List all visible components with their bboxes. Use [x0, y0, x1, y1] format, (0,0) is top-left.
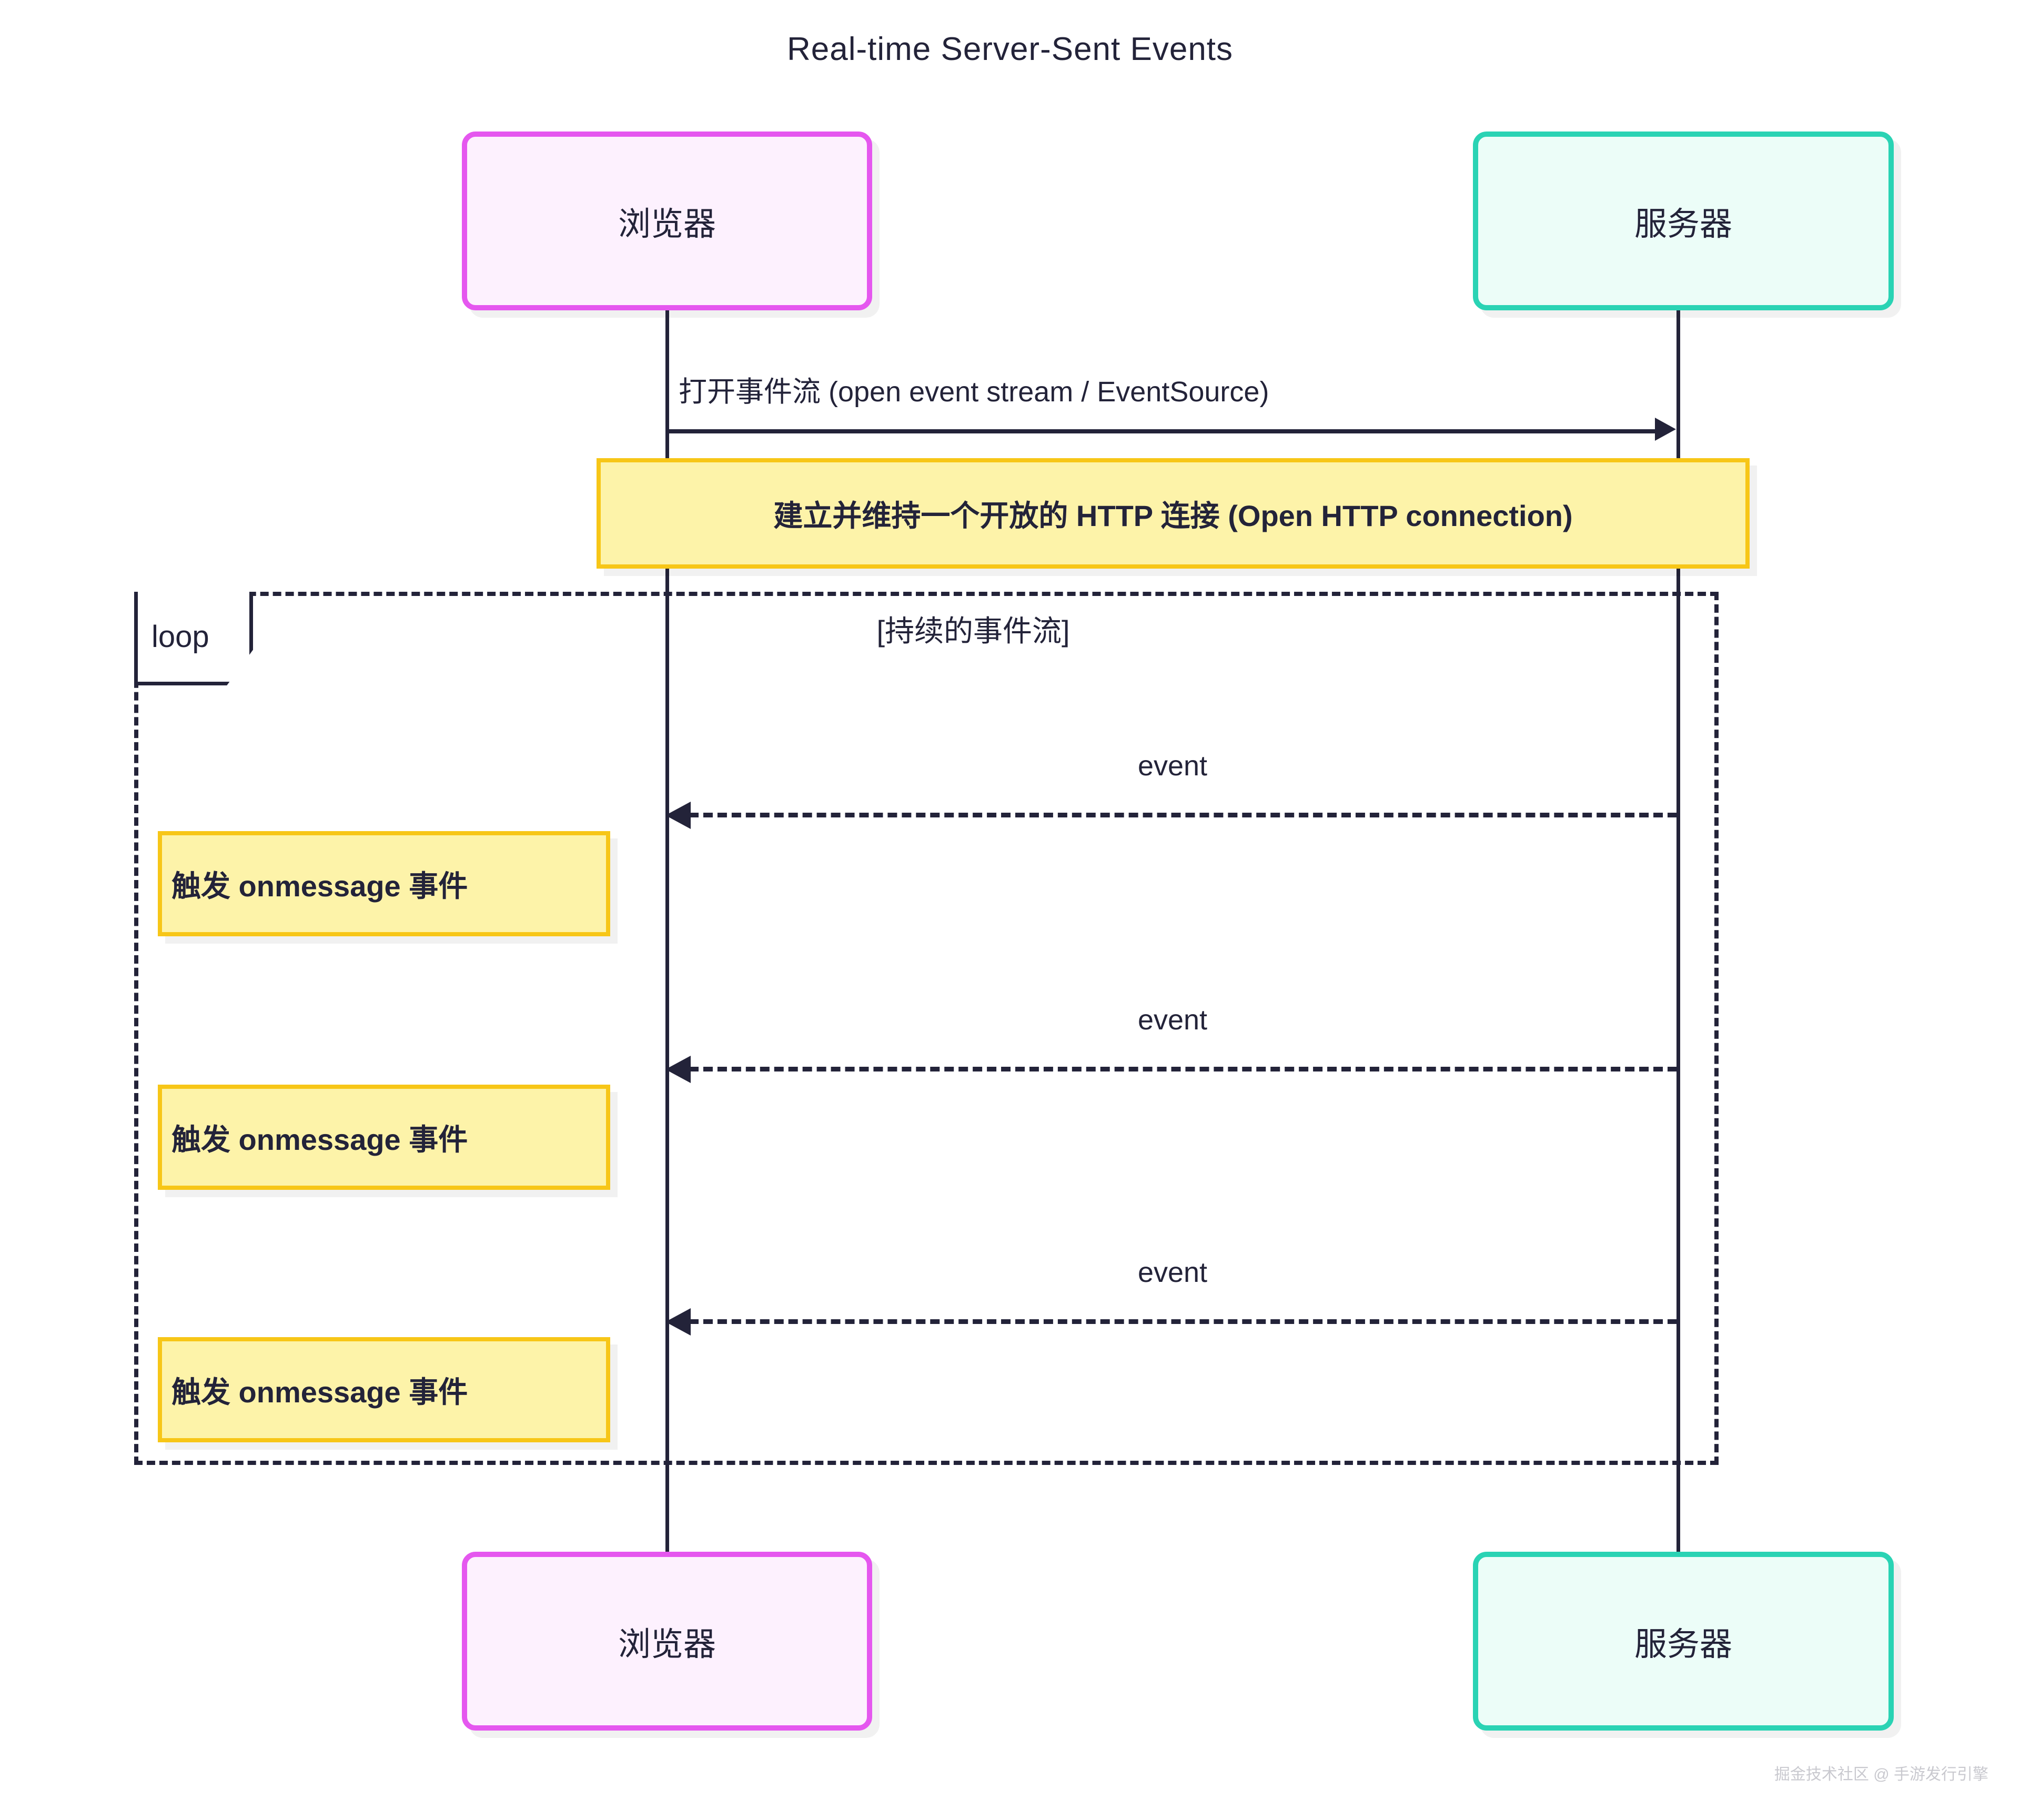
participant-server-top[interactable]: 服务器	[1473, 132, 1894, 310]
message-line-open-stream	[667, 429, 1656, 433]
message-label-event-2: event	[1137, 1004, 1208, 1036]
message-line-event-1	[689, 813, 1677, 817]
participant-browser-bottom-label: 浏览器	[618, 1626, 716, 1663]
participant-server-bottom[interactable]: 服务器	[1473, 1552, 1894, 1731]
arrow-head-left-icon	[665, 802, 691, 829]
arrow-head-left-icon	[665, 1056, 691, 1083]
note-onmessage-2: 触发 onmessage 事件	[158, 1085, 610, 1190]
message-label-open-stream: 打开事件流 (open event stream / EventSource)	[679, 376, 1269, 408]
note-onmessage-1: 触发 onmessage 事件	[158, 831, 610, 936]
page-title: Real-time Server-Sent Events	[786, 31, 1234, 67]
arrow-head-left-icon	[665, 1308, 691, 1336]
loop-fragment-condition: [持续的事件流]	[876, 614, 1070, 648]
message-label-event-1: event	[1137, 750, 1208, 782]
note-connection: 建立并维持一个开放的 HTTP 连接 (Open HTTP connection…	[597, 458, 1750, 569]
participant-browser-top-label: 浏览器	[618, 206, 716, 242]
note-onmessage-2-text: 触发 onmessage 事件	[171, 1123, 468, 1156]
loop-fragment-tag-label: loop	[152, 620, 209, 654]
message-label-event-3: event	[1137, 1257, 1208, 1288]
loop-fragment-box	[134, 592, 1719, 1465]
message-line-event-3	[689, 1319, 1677, 1324]
note-onmessage-3-text: 触发 onmessage 事件	[171, 1375, 468, 1409]
lifeline-server	[1676, 310, 1680, 1553]
note-connection-text: 建立并维持一个开放的 HTTP 连接 (Open HTTP connection…	[773, 499, 1573, 532]
watermark: 掘金技术社区 @ 手游发行引擎	[1774, 1766, 1988, 1783]
loop-fragment-tag: loop	[134, 592, 253, 685]
arrow-head-right-icon	[1655, 418, 1676, 441]
message-line-event-2	[689, 1067, 1677, 1071]
participant-browser-top[interactable]: 浏览器	[462, 132, 872, 310]
participant-server-top-label: 服务器	[1634, 206, 1732, 242]
note-onmessage-3: 触发 onmessage 事件	[158, 1337, 610, 1442]
participant-server-bottom-label: 服务器	[1634, 1626, 1732, 1663]
participant-browser-bottom[interactable]: 浏览器	[462, 1552, 872, 1731]
note-onmessage-1-text: 触发 onmessage 事件	[171, 869, 468, 903]
lifeline-browser	[665, 310, 669, 1553]
